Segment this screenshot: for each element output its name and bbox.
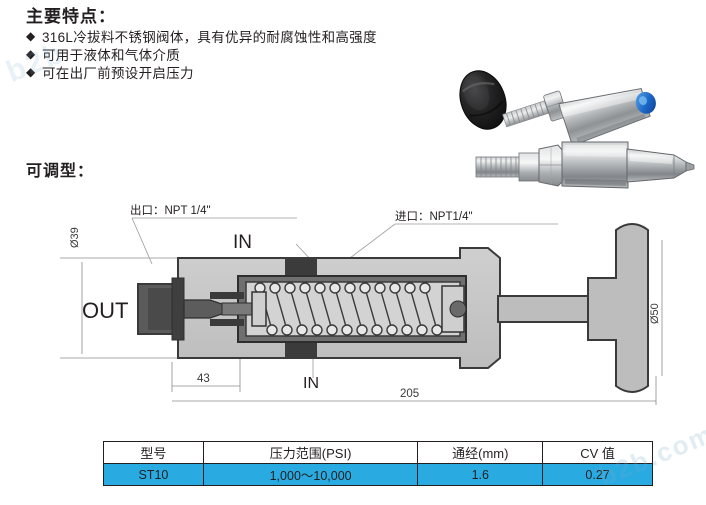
tapered-nose bbox=[626, 148, 695, 183]
feature-item: ◆ 可在出厂前预设开启压力 bbox=[26, 65, 496, 83]
in-label-bottom: IN bbox=[303, 375, 319, 392]
diamond-bullet-icon: ◆ bbox=[26, 64, 36, 79]
features-heading: 主要特点： bbox=[26, 7, 116, 26]
feature-item-label: 316L冷拔料不锈钢阀体，具有优异的耐腐蚀性和高强度 bbox=[42, 30, 377, 46]
cell-bore: 1.6 bbox=[417, 463, 544, 486]
section-title: 可调型： bbox=[26, 163, 95, 180]
table-row: ST10 1,000～10,000 1.6 0.27 bbox=[103, 463, 653, 486]
specification-table: 型号 压力范围(PSI) 通经(mm) CV 值 ST10 1,000～10,0… bbox=[103, 441, 653, 486]
table-header-bore: 通经(mm) bbox=[417, 441, 544, 464]
in-label-top: IN bbox=[233, 232, 252, 253]
table-header-pressure: 压力范围(PSI) bbox=[202, 441, 419, 464]
out-label: OUT bbox=[82, 298, 128, 323]
inlet-port-bottom bbox=[285, 342, 317, 358]
table-header-cv: CV 值 bbox=[542, 441, 653, 464]
npt-thread-nipple bbox=[475, 156, 521, 178]
valve-knob bbox=[459, 70, 507, 130]
square-valve-body bbox=[561, 141, 629, 189]
valve-body bbox=[558, 88, 656, 144]
poppet-seat-assembly bbox=[183, 291, 267, 327]
hex-nut bbox=[538, 144, 564, 187]
outlet-label: 出口：NPT 1/4" bbox=[130, 203, 211, 217]
diameter-right-label: Ø50 bbox=[649, 303, 661, 324]
adjustment-stem bbox=[497, 295, 599, 323]
cell-pressure: 1,000～10,000 bbox=[202, 463, 419, 486]
dimension-43-label: 43 bbox=[197, 373, 210, 385]
table-header-row: 型号 压力范围(PSI) 通经(mm) CV 值 bbox=[103, 441, 653, 464]
valve-cross-section-drawing: 出口：NPT 1/4" 进口：NPT1/4" OUT IN IN Ø39 Ø50… bbox=[60, 203, 663, 405]
feature-item-label: 可用于液体和气体介质 bbox=[42, 47, 180, 63]
diamond-bullet-icon: ◆ bbox=[26, 46, 36, 61]
product-photo-adjustable-valve bbox=[459, 70, 656, 144]
diameter-left-label: Ø39 bbox=[69, 227, 81, 248]
cell-cv: 0.27 bbox=[542, 463, 653, 486]
dimension-205-label: 205 bbox=[400, 388, 419, 400]
cell-model: ST10 bbox=[103, 463, 204, 486]
features-list: ◆ 316L冷拔料不锈钢阀体，具有优异的耐腐蚀性和高强度 ◆ 可用于液体和气体介… bbox=[26, 29, 496, 82]
product-photo-npt-valve-body bbox=[475, 141, 695, 189]
feature-item: ◆ 316L冷拔料不锈钢阀体，具有优异的耐腐蚀性和高强度 bbox=[26, 29, 496, 47]
adjustment-knob bbox=[587, 223, 649, 393]
feature-item: ◆ 可用于液体和气体介质 bbox=[26, 47, 496, 65]
feature-item-label: 可在出厂前预设开启压力 bbox=[42, 65, 194, 81]
inlet-label: 进口：NPT1/4" bbox=[395, 210, 473, 223]
inlet-port-top bbox=[285, 258, 317, 276]
valve-collar bbox=[518, 152, 540, 182]
table-header-model: 型号 bbox=[103, 441, 204, 464]
features-block: 主要特点： ◆ 316L冷拔料不锈钢阀体，具有优异的耐腐蚀性和高强度 ◆ 可用于… bbox=[26, 6, 496, 83]
spring-retainer bbox=[441, 285, 467, 333]
diamond-bullet-icon: ◆ bbox=[26, 29, 36, 44]
